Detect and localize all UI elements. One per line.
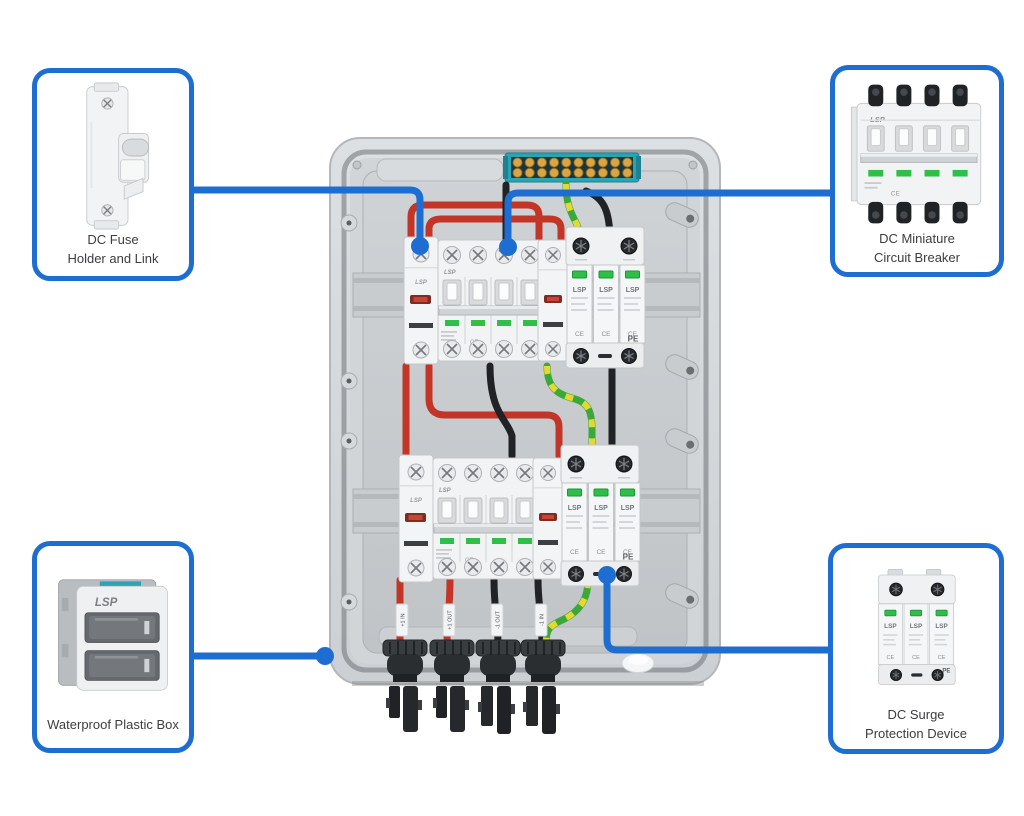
spd-product-icon: LSP LSP LSP CE CE CE PE (878, 569, 956, 685)
callout-dots (316, 237, 616, 665)
dc-spd-caption: DC Surge Protection Device (865, 706, 967, 749)
mc4-connectors (386, 686, 560, 734)
callout-card-dc-spd: LSP LSP LSP CE CE CE PE DC Surge Pr (828, 543, 1004, 754)
dc-spd-image: LSP LSP LSP CE CE CE PE (833, 548, 999, 706)
svg-text:LSP: LSP (884, 623, 897, 630)
top-din-assembly (403, 226, 646, 369)
box-product-icon: LSP (58, 579, 168, 691)
busbar-terminals (512, 157, 633, 178)
ground-wires (542, 180, 596, 648)
callout-card-dc-mcb: LSP CE (830, 65, 1004, 277)
callout-dot-box (316, 647, 334, 665)
mounting-bosses-right (665, 202, 699, 609)
svg-text:LSP: LSP (910, 623, 923, 630)
callout-dot-fuse-holder (411, 237, 429, 255)
svg-text:LSP: LSP (935, 623, 948, 630)
callout-line-fuse-holder (192, 186, 424, 244)
svg-text:CE: CE (891, 190, 901, 197)
top-cable-channel (376, 158, 504, 182)
waterproof-box-caption: Waterproof Plastic Box (47, 716, 179, 748)
dc-fuse-holder-caption: DC Fuse Holder and Link (67, 231, 159, 276)
fuse-holder-product-icon (86, 82, 150, 230)
callout-line-mcb (504, 189, 834, 246)
caption-line: Circuit Breaker (874, 249, 960, 265)
callout-line-spd (603, 576, 832, 654)
caption-line: Waterproof Plastic Box (47, 717, 179, 733)
callout-dot-mcb (499, 238, 517, 256)
caption-line: DC Surge (887, 707, 945, 722)
mounting-bosses-left (340, 214, 358, 611)
caption-line: DC Miniature (879, 231, 955, 246)
sleeve-label: -1 IN (540, 614, 546, 626)
caption-line: Protection Device (865, 725, 967, 741)
mcb-product-icon: LSP CE (850, 84, 982, 224)
cable-glands (382, 639, 566, 682)
dc-fuse-holder-image (37, 73, 189, 231)
caption-line: DC Fuse (87, 232, 139, 247)
callout-lines (192, 186, 834, 660)
wire-sleeves: +1 IN +1 OUT -1 OUT -1 IN (395, 603, 548, 637)
svg-text:CE: CE (938, 655, 946, 661)
sleeve-label: +1 IN (401, 613, 407, 626)
sleeve-label: +1 OUT (448, 610, 454, 630)
dc-mcb-image: LSP CE (835, 70, 999, 230)
bottom-din-assembly (398, 444, 641, 587)
sleeve-label: -1 OUT (496, 610, 502, 629)
svg-text:CE: CE (887, 655, 895, 661)
lid-screw (352, 160, 362, 170)
busbar-terminal-block (503, 152, 641, 183)
caption-line: Holder and Link (67, 250, 159, 266)
svg-text:PE: PE (942, 669, 950, 675)
svg-text:LSP: LSP (95, 597, 118, 609)
waterproof-box-image: LSP (37, 546, 189, 716)
callout-card-dc-fuse-holder: DC Fuse Holder and Link (32, 68, 194, 281)
dc-mcb-caption: DC Miniature Circuit Breaker (874, 230, 960, 272)
svg-text:CE: CE (912, 655, 920, 661)
lid-screw (688, 160, 698, 170)
callout-card-waterproof-box: LSP Waterproof Plastic Box (32, 541, 194, 753)
callout-dot-spd (598, 566, 616, 584)
